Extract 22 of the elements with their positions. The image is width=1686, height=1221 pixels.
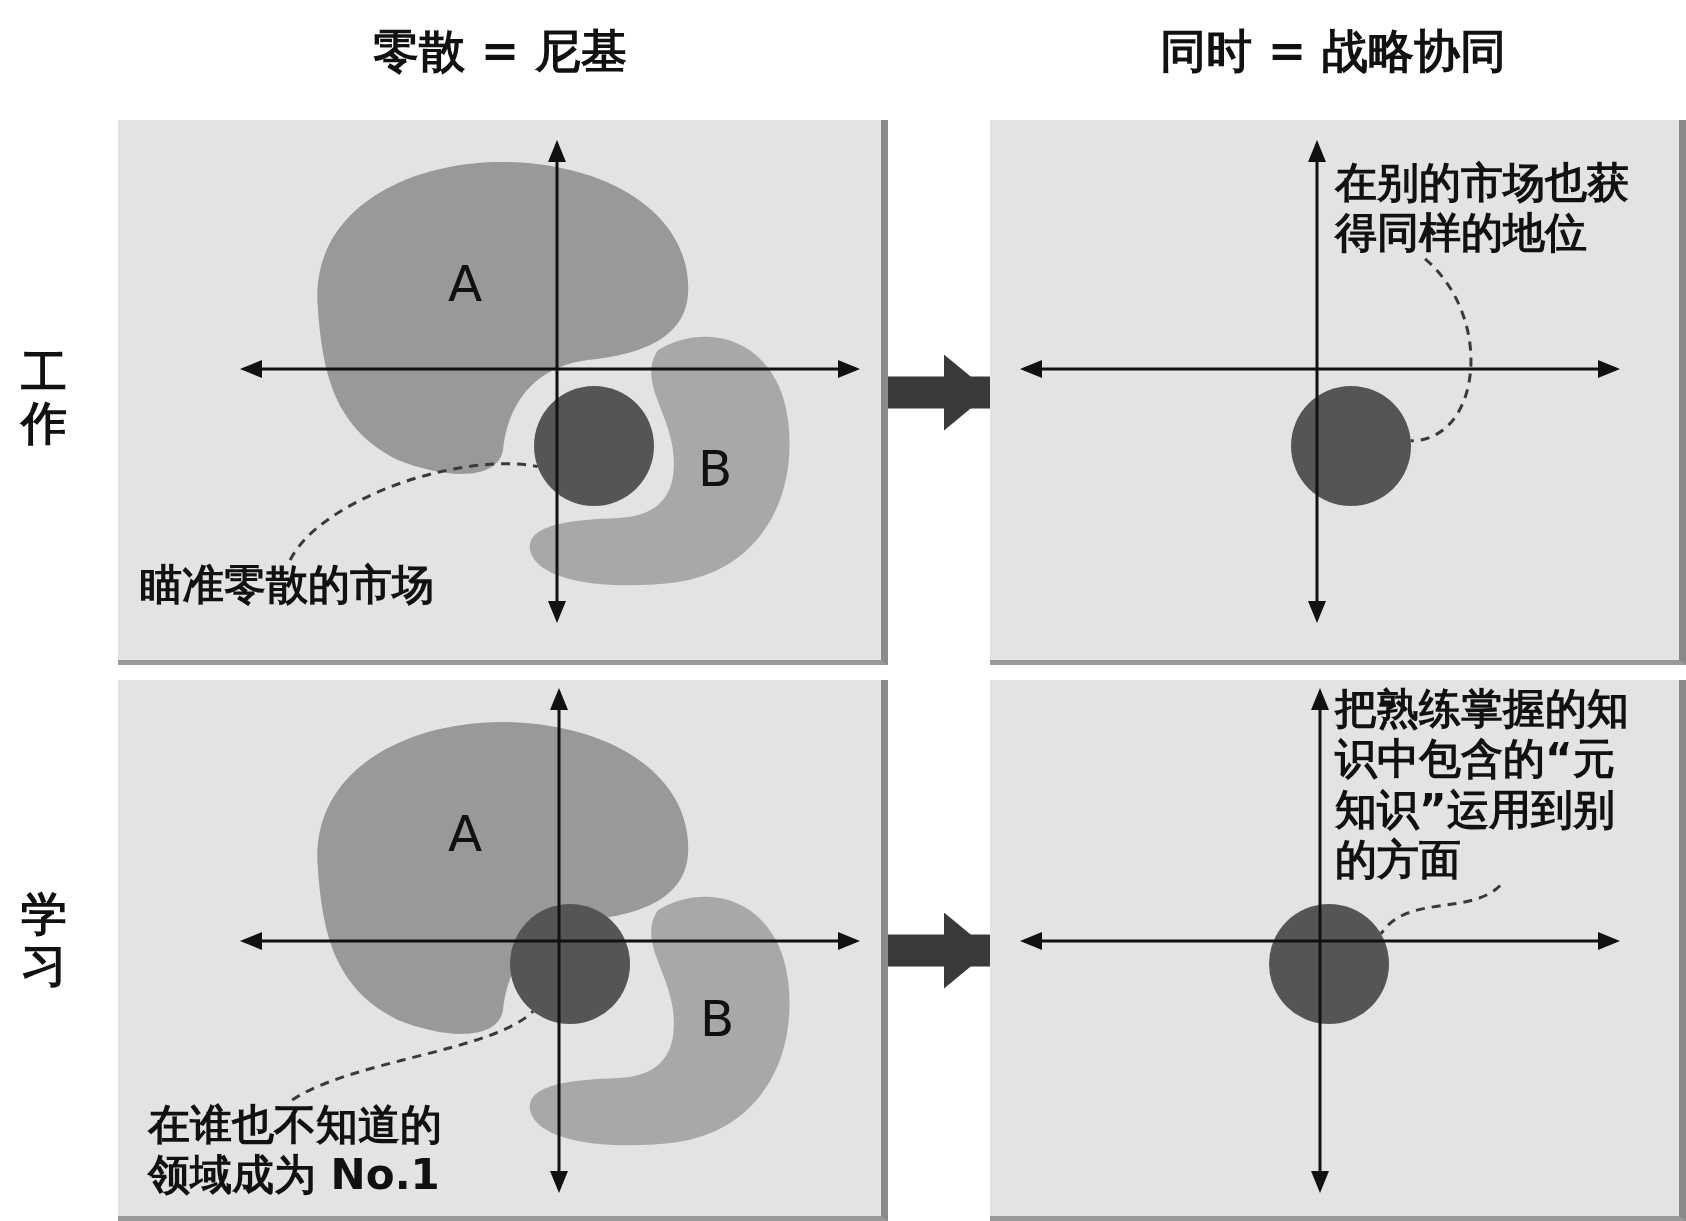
callout-text: 在别的市场也获得同样的地位 xyxy=(1335,158,1636,259)
row-heading: 学习 xyxy=(20,889,68,991)
leader-line xyxy=(288,462,538,561)
leader-line xyxy=(291,1010,534,1102)
panel xyxy=(118,120,888,665)
leader-line xyxy=(1379,884,1502,935)
callout-text: 把熟练掌握的知识中包含的“元知识”运用到别的方面 xyxy=(1335,684,1636,886)
panel xyxy=(118,680,888,1221)
panel xyxy=(990,680,1686,1221)
block-arrow xyxy=(888,354,990,431)
callout-text: 在谁也不知道的领域成为 No.1 xyxy=(148,1100,449,1201)
region-letter: B xyxy=(698,440,733,498)
column-heading: 同时 = 战略协同 xyxy=(1159,23,1507,80)
callout-text: 瞄准零散的市场 xyxy=(140,560,441,611)
block-arrow xyxy=(888,912,990,989)
column-heading: 零散 = 尼基 xyxy=(372,23,628,80)
region-letter: A xyxy=(448,255,483,313)
panel xyxy=(990,120,1686,665)
row-heading: 工作 xyxy=(20,347,68,449)
region-letter: B xyxy=(700,990,735,1048)
leader-line xyxy=(1410,257,1473,443)
region-letter: A xyxy=(448,805,483,863)
